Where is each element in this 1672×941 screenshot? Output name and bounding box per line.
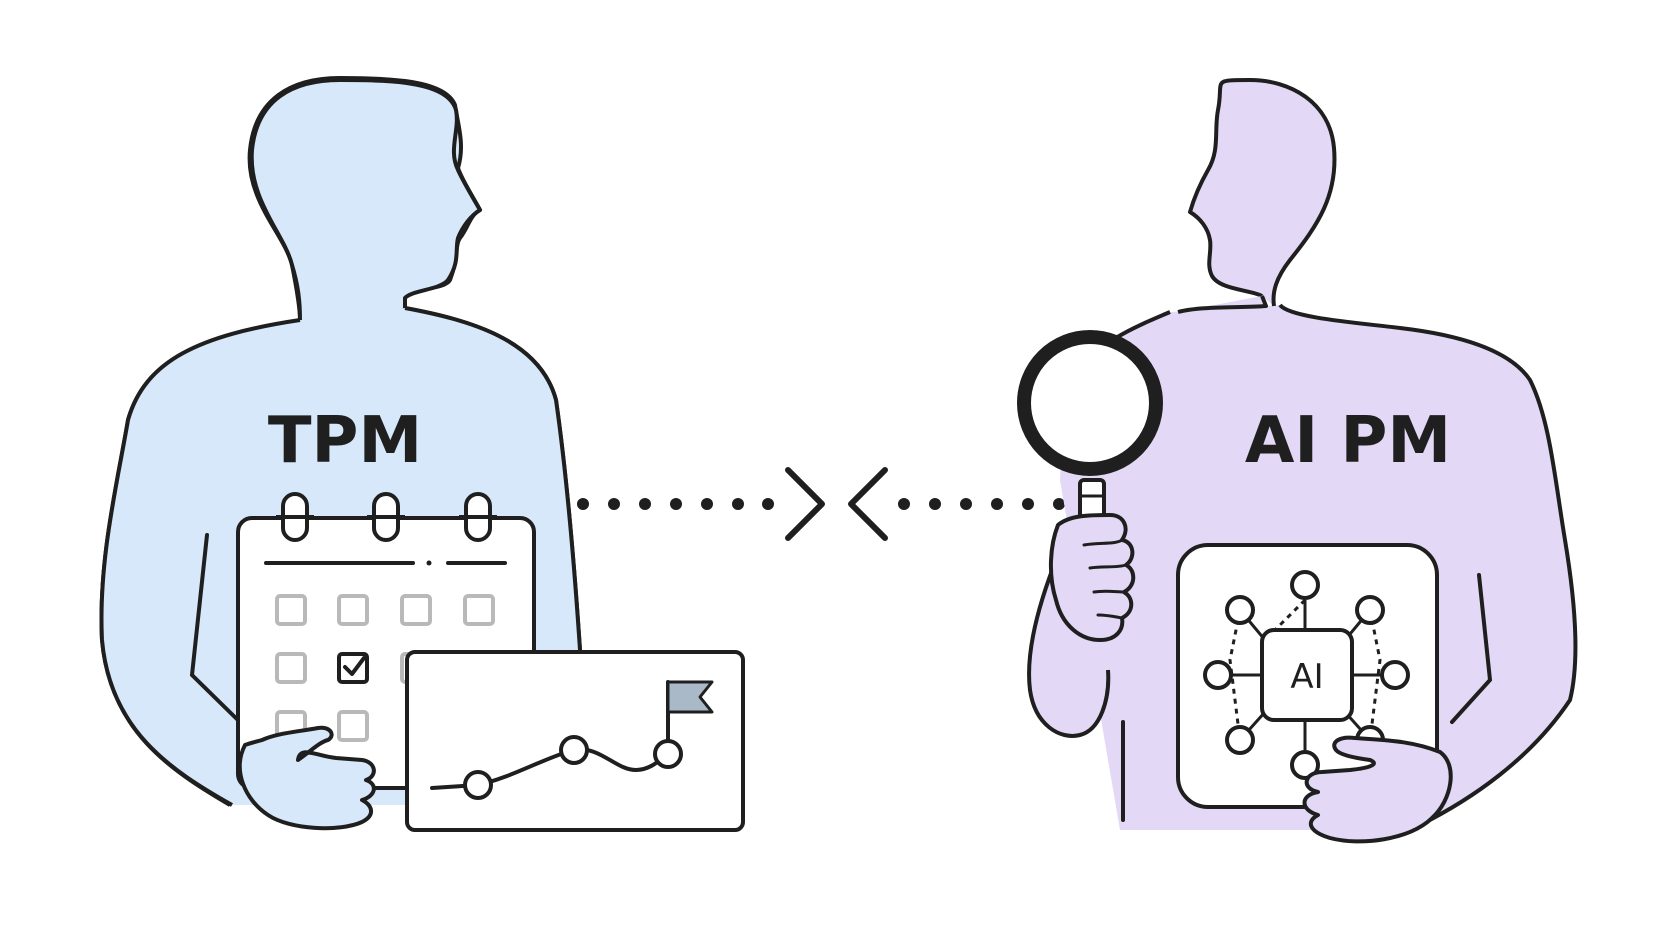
network-node (1225, 595, 1255, 625)
network-node (1290, 750, 1320, 780)
ai-pm-hand (1302, 735, 1453, 844)
left-dotted-line (577, 498, 774, 510)
ai-pm-outline-right (1278, 303, 1578, 827)
ai-pm-arm-line-right (1450, 573, 1493, 724)
ai-chip-label: AI (1290, 657, 1323, 697)
dotted-converging-arrows (577, 467, 1065, 541)
right-pointing-chevron-icon (785, 467, 825, 541)
tpm-outline-right (404, 306, 582, 651)
ai-chip (1260, 628, 1354, 722)
network-node (1380, 660, 1410, 690)
roadmap-chart-icon (405, 650, 745, 832)
network-node (1203, 660, 1233, 690)
ai-pm-head-shape (1188, 78, 1337, 307)
flag-icon (666, 680, 714, 743)
milestone-2 (559, 735, 589, 765)
ai-pm-neck-left (1177, 295, 1268, 314)
network-node (1355, 595, 1385, 625)
magnifier-handle (1078, 478, 1106, 520)
ai-pm-label: AI PM (1245, 404, 1451, 478)
calendar-rings (276, 492, 497, 542)
milestone-3 (653, 739, 683, 769)
magnifying-glass-icon (1017, 330, 1163, 738)
magnifier-lens (1017, 330, 1163, 476)
network-node (1290, 570, 1320, 600)
tpm-hand (237, 725, 376, 831)
ai-pm-fist (1048, 513, 1136, 642)
right-dotted-line (898, 498, 1065, 510)
ai-pm-left-arm (1027, 554, 1111, 738)
checked-checkbox-icon (337, 652, 369, 684)
tpm-outline-left (99, 318, 301, 807)
left-pointing-chevron-icon (848, 467, 888, 541)
tpm-label: TPM (268, 404, 422, 478)
network-node (1225, 725, 1255, 755)
milestone-1 (463, 770, 493, 800)
tpm-arm-line (189, 533, 247, 729)
tpm-head (249, 78, 482, 321)
